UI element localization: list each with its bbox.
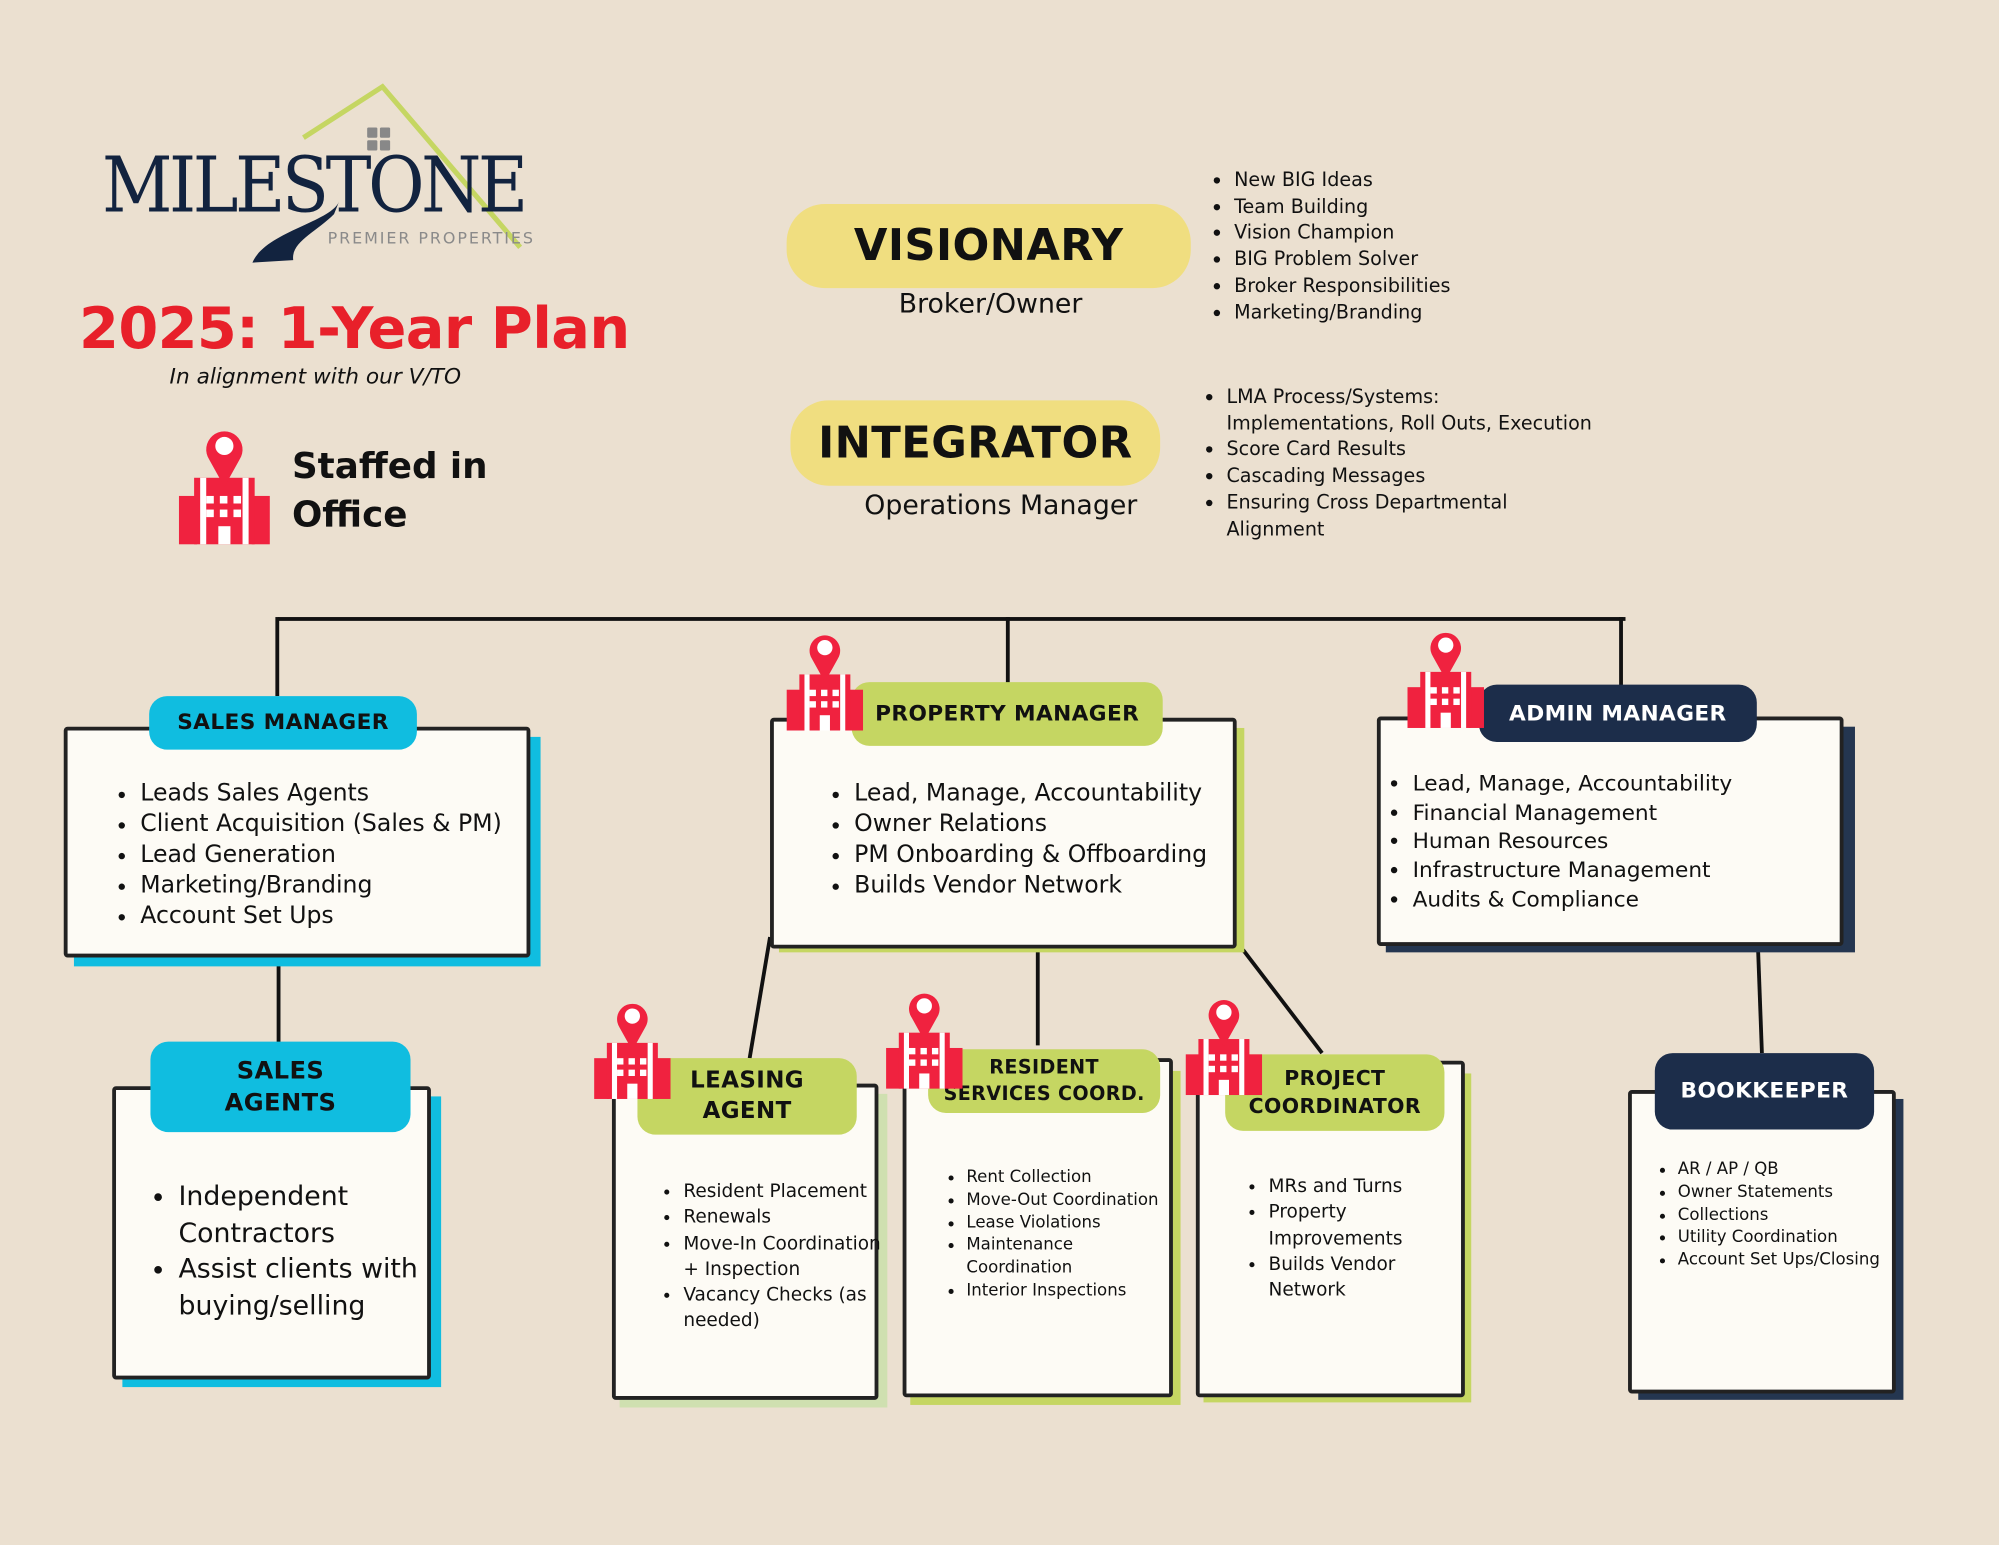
bookkeeper-title: BOOKKEEPER — [1654, 1053, 1875, 1130]
project-coordinator-responsibilities: MRs and TurnsProperty ImprovementsBuilds… — [1243, 1174, 1447, 1303]
property-manager-responsibilities: Lead, Manage, AccountabilityOwner Relati… — [829, 779, 1207, 901]
leasing-agent-card — [611, 1083, 879, 1400]
legend-label-line1: Staffed in — [291, 444, 488, 488]
list-item: Owner Relations — [854, 810, 1207, 841]
page-title: 2025: 1-Year Plan — [79, 294, 630, 363]
list-item: Renewals — [683, 1205, 887, 1231]
resident-services-card — [902, 1058, 1173, 1398]
list-item: Utility Coordination — [1678, 1227, 1907, 1250]
connector-admin — [1619, 617, 1623, 689]
milestone-logo: MILESTONE PREMIER PROPERTIES — [99, 82, 558, 273]
list-item: Cascading Messages — [1226, 463, 1608, 489]
list-item: Move-In Coordination + Inspection — [683, 1231, 887, 1283]
visionary-badge: VISIONARY — [786, 203, 1191, 289]
integrator-responsibilities: LMA Process/Systems: Implementations, Ro… — [1201, 384, 1609, 542]
list-item: Account Set Ups — [140, 901, 502, 932]
sales-agents-responsibilities: Independent ContractorsAssist clients wi… — [153, 1178, 440, 1323]
integrator-badge: INTEGRATOR — [790, 400, 1161, 486]
project-coordinator-title-line1: PROJECT — [1284, 1065, 1386, 1091]
admin-manager-responsibilities: Lead, Manage, AccountabilityFinancial Ma… — [1387, 770, 1733, 915]
project-coordinator-title-line2: COORDINATOR — [1248, 1093, 1421, 1119]
leasing-agent-title: LEASING AGENT — [637, 1058, 857, 1135]
legend-label-line2: Office — [291, 493, 408, 536]
page-subtitle: In alignment with our V/TO — [169, 364, 462, 391]
list-item: LMA Process/Systems: Implementations, Ro… — [1226, 384, 1608, 437]
list-item: Score Card Results — [1226, 437, 1608, 463]
list-item: Builds Vendor Network — [854, 871, 1207, 902]
list-item: Client Acquisition (Sales & PM) — [140, 810, 502, 841]
connector-pm — [1005, 617, 1010, 684]
list-item: Interior Inspections — [966, 1280, 1183, 1303]
list-item: Infrastructure Management — [1413, 857, 1733, 886]
leasing-agent-responsibilities: Resident PlacementRenewalsMove-In Coordi… — [658, 1179, 887, 1334]
office-pin-icon — [886, 993, 963, 1089]
list-item: Collections — [1678, 1204, 1907, 1227]
resident-services-responsibilities: Rent CollectionMove-Out CoordinationLeas… — [941, 1167, 1183, 1303]
list-item: New BIG Ideas — [1234, 167, 1450, 193]
leasing-agent-title-line1: LEASING — [690, 1067, 805, 1094]
logo-tagline: PREMIER PROPERTIES — [327, 228, 535, 248]
list-item: Lead, Manage, Accountability — [854, 779, 1207, 810]
connector-sales — [275, 617, 280, 697]
list-item: Move-Out Coordination — [966, 1189, 1183, 1212]
list-item: Owner Statements — [1678, 1182, 1907, 1205]
sales-agents-title-line1: SALES — [236, 1056, 325, 1085]
list-item: Lease Violations — [966, 1212, 1183, 1235]
list-item: Account Set Ups/Closing — [1678, 1250, 1907, 1273]
list-item: Rent Collection — [966, 1167, 1183, 1190]
bookkeeper-card — [1628, 1090, 1896, 1394]
sales-manager-responsibilities: Leads Sales AgentsClient Acquisition (Sa… — [115, 779, 502, 932]
list-item: Builds Vendor Network — [1269, 1252, 1447, 1304]
admin-manager-card — [1376, 716, 1844, 946]
office-pin-icon — [1185, 999, 1263, 1096]
resident-services-title-line1: RESIDENT — [989, 1055, 1100, 1079]
property-manager-title: PROPERTY MANAGER — [851, 682, 1163, 746]
visionary-role: Broker/Owner — [898, 288, 1083, 319]
list-item: PM Onboarding & Offboarding — [854, 840, 1207, 871]
office-pin-icon — [786, 635, 864, 731]
sales-agents-title-line2: AGENTS — [224, 1088, 337, 1117]
list-item: Marketing/Branding — [1234, 299, 1450, 325]
office-pin-icon — [178, 431, 270, 545]
list-item: Lead Generation — [140, 840, 502, 871]
sales-manager-title: SALES MANAGER — [149, 696, 417, 750]
list-item: AR / AP / QB — [1678, 1159, 1907, 1182]
list-item: Marketing/Branding — [140, 871, 502, 902]
bookkeeper-responsibilities: AR / AP / QBOwner StatementsCollectionsU… — [1652, 1159, 1907, 1272]
list-item: BIG Problem Solver — [1234, 246, 1450, 272]
list-item: Leads Sales Agents — [140, 779, 502, 810]
list-item: Lead, Manage, Accountability — [1413, 770, 1733, 799]
list-item: MRs and Turns — [1269, 1174, 1447, 1200]
legend-label: Staffed in Office — [292, 442, 488, 539]
list-item: Property Improvements — [1269, 1200, 1447, 1252]
logo-roof-icon — [252, 83, 523, 263]
logo-wordmark: MILESTONE — [101, 141, 528, 231]
list-item: Team Building — [1234, 193, 1450, 219]
list-item: Human Resources — [1413, 828, 1733, 857]
list-item: Broker Responsibilities — [1234, 273, 1450, 299]
connector-sales-agents — [276, 956, 281, 1043]
resident-services-title-line2: SERVICES COORD. — [943, 1082, 1145, 1106]
list-item: Resident Placement — [683, 1179, 887, 1205]
list-item: Audits & Compliance — [1413, 886, 1733, 915]
resident-services-title: RESIDENT SERVICES COORD. — [928, 1049, 1161, 1113]
integrator-role: Operations Manager — [864, 489, 1138, 521]
office-pin-icon — [1407, 632, 1484, 728]
list-item: Financial Management — [1413, 799, 1733, 828]
list-item: Assist clients with buying/selling — [178, 1251, 439, 1324]
list-item: Vacancy Checks (as needed) — [683, 1283, 887, 1335]
list-item: Vision Champion — [1234, 220, 1450, 246]
connector-top — [277, 617, 1626, 621]
list-item: Independent Contractors — [178, 1178, 439, 1251]
sales-agents-title: SALES AGENTS — [150, 1041, 411, 1133]
list-item: Ensuring Cross Departmental Alignment — [1226, 489, 1608, 542]
leasing-agent-title-line2: AGENT — [702, 1097, 792, 1125]
office-pin-icon — [594, 1003, 671, 1099]
list-item: Maintenance Coordination — [966, 1235, 1183, 1280]
visionary-responsibilities: New BIG IdeasTeam BuildingVision Champio… — [1209, 167, 1450, 325]
admin-manager-title: ADMIN MANAGER — [1478, 684, 1757, 742]
